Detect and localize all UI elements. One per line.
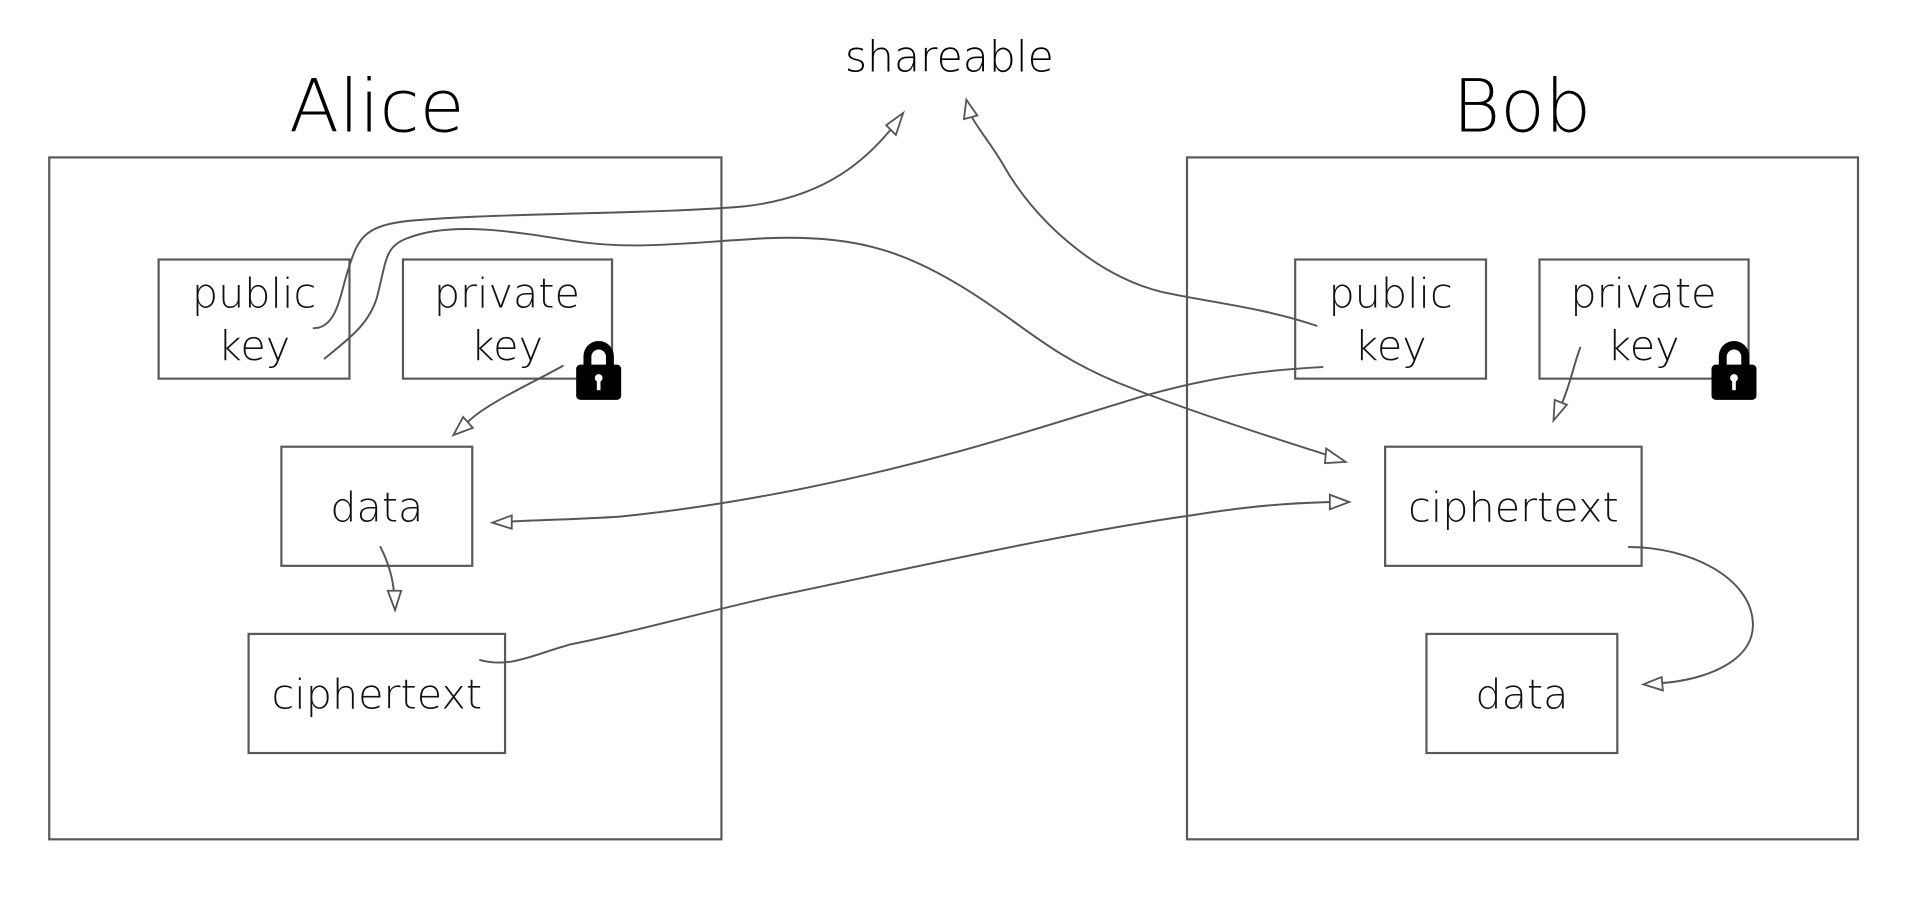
bob-data-label: data (1475, 671, 1568, 719)
arrowhead-icon (1640, 675, 1664, 692)
arrowhead-icon (386, 589, 403, 614)
edge-bob-private-key-to-ciphertext (1552, 346, 1582, 424)
alice-ciphertext-box (247, 632, 507, 755)
bob-container: public key private key ciphertext data (1185, 156, 1860, 841)
bob-outer-box (1185, 156, 1860, 841)
bob-private-key-box (1538, 258, 1750, 380)
edges (312, 97, 1754, 692)
edge-alice-ciphertext-to-bob-ciphertext (479, 493, 1352, 664)
alice-private-key-box (401, 258, 614, 380)
bob-ciphertext-box (1384, 445, 1643, 567)
alice-ciphertext-node: ciphertext (247, 632, 507, 755)
bob-private-key-label-1: private (1570, 270, 1716, 318)
edge-bob-public-key-to-alice-data (489, 366, 1324, 530)
alice-data-label: data (330, 483, 423, 531)
lock-icon (576, 340, 622, 400)
alice-container: public key private key data ciphertext (48, 156, 723, 841)
lock-icon (1711, 340, 1757, 400)
bob-data-box (1425, 632, 1619, 755)
bob-private-key-label-2: key (1607, 322, 1679, 370)
alice-public-key-label-2: key (218, 322, 290, 370)
shareable-label: shareable (845, 34, 1054, 83)
bob-public-key-label-1: public (1328, 270, 1452, 318)
bob-private-key-node: private key (1538, 258, 1757, 400)
alice-title: Alice (289, 64, 464, 149)
alice-data-box (280, 445, 474, 567)
arrowhead-icon (884, 110, 905, 137)
edge-bob-public-key-to-shareable (962, 97, 1318, 327)
arrowhead-icon (489, 514, 513, 530)
arrowhead-icon (1323, 446, 1349, 465)
alice-data-node: data (280, 445, 474, 567)
edge-alice-data-to-ciphertext (379, 546, 403, 614)
alice-outer-box (48, 156, 723, 841)
bob-title: Bob (1453, 64, 1592, 149)
edge-alice-private-key-to-data (451, 364, 564, 437)
bob-public-key-node: public key (1294, 258, 1488, 380)
alice-public-key-label-1: public (192, 270, 316, 318)
bob-public-key-label-2: key (1354, 322, 1426, 370)
alice-public-key-box (157, 258, 351, 380)
arrowhead-icon (451, 415, 475, 437)
arrowhead-icon (962, 97, 979, 121)
alice-private-key-label-1: private (434, 270, 580, 318)
bob-data-node: data (1425, 632, 1619, 755)
alice-public-key-node: public key (157, 258, 351, 380)
alice-private-key-node: private key (401, 258, 622, 400)
arrowhead-icon (1328, 493, 1352, 511)
bob-ciphertext-label: ciphertext (1408, 483, 1619, 531)
bob-ciphertext-node: ciphertext (1384, 445, 1643, 567)
edge-alice-public-key-to-bob-ciphertext (323, 227, 1349, 465)
alice-private-key-label-2: key (471, 322, 543, 370)
edge-bob-ciphertext-to-data (1627, 546, 1754, 692)
edge-alice-public-key-to-shareable (312, 110, 905, 330)
alice-ciphertext-label: ciphertext (272, 671, 483, 719)
arrowhead-icon (1552, 398, 1569, 424)
